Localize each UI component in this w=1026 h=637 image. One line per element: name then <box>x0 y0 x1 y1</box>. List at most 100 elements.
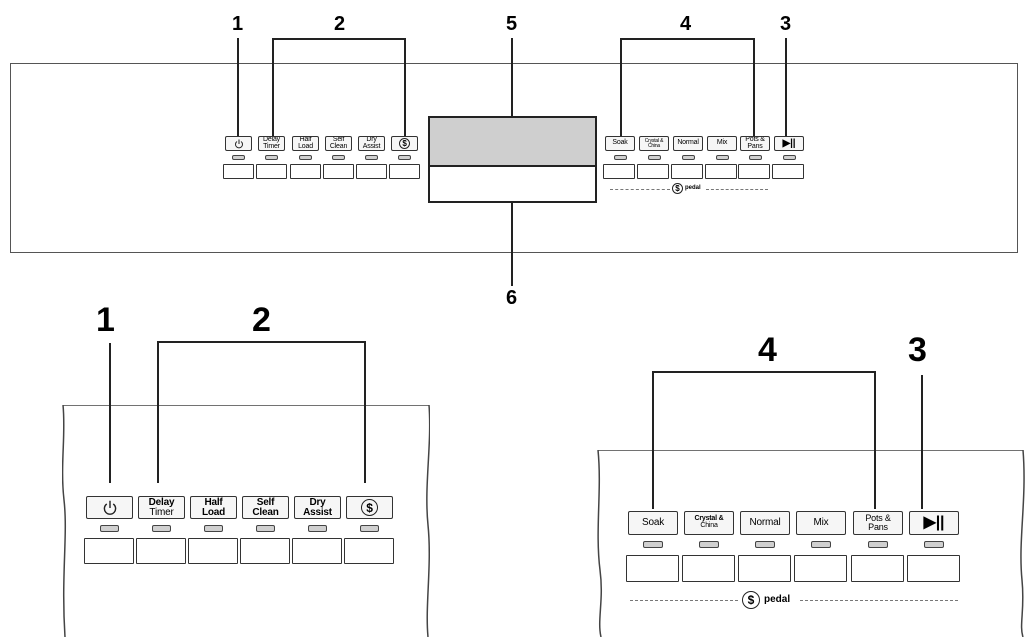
power-button[interactable] <box>225 136 252 151</box>
pad-delay-timer[interactable] <box>256 164 287 179</box>
leader-line-3 <box>785 38 787 136</box>
zoom-led-normal <box>755 541 775 548</box>
pots-pans-label-2: Pans <box>747 142 763 150</box>
self-clean-label-2: Clean <box>329 142 348 150</box>
power-icon <box>234 139 243 148</box>
zoom-delay-timer-label-1: Delay <box>148 497 175 508</box>
leader-line-1 <box>237 38 239 136</box>
led-pots-pans <box>749 155 762 160</box>
pad-mix[interactable] <box>705 164 737 179</box>
zoom-crystal-china-button[interactable]: Crystal & China <box>684 511 734 535</box>
pots-pans-button[interactable]: Pots & Pans <box>740 136 770 151</box>
bracket-2-top <box>272 38 405 40</box>
zoom-pad-dry-assist[interactable] <box>292 538 342 564</box>
zoom-half-load-button[interactable]: Half Load <box>190 496 237 519</box>
led-half-load <box>299 155 312 160</box>
zoom-pedal-label: pedal <box>764 594 791 605</box>
zoom-pots-pans-label-2: Pans <box>868 522 888 532</box>
crystal-china-label-1: Crystal & <box>644 137 664 144</box>
display-window <box>428 116 597 167</box>
half-load-button[interactable]: Half Load <box>292 136 319 151</box>
zoom-delay-timer-button[interactable]: Delay Timer <box>138 496 185 519</box>
zoom-self-clean-button[interactable]: Self Clean <box>242 496 289 519</box>
zoom-led-self-clean <box>256 525 275 532</box>
crystal-china-button[interactable]: Crystal & China <box>639 136 669 151</box>
pad-dry-assist[interactable] <box>356 164 387 179</box>
zoom-pad-pots-pans[interactable] <box>851 555 904 582</box>
zoom-pots-pans-button[interactable]: Pots & Pans <box>853 511 903 535</box>
pad-crystal-china[interactable] <box>637 164 669 179</box>
zoom-panel-left <box>62 405 430 637</box>
zoom-led-mix <box>811 541 831 548</box>
zoom-leader-1 <box>109 343 111 483</box>
zoom-right-outline <box>597 450 1025 637</box>
soak-button[interactable]: Soak <box>605 136 635 151</box>
zoom-pots-pans-label-1: Pots & <box>865 513 891 524</box>
zoom-dry-assist-button[interactable]: Dry Assist <box>294 496 341 519</box>
zoom-led-delay-timer <box>152 525 171 532</box>
callout-3: 3 <box>780 13 792 35</box>
zoom-pad-normal[interactable] <box>738 555 791 582</box>
led-normal <box>682 155 695 160</box>
zoom-pad-power[interactable] <box>84 538 134 564</box>
zoom-pad-start-pause[interactable] <box>907 555 960 582</box>
pad-half-load[interactable] <box>290 164 321 179</box>
eco-icon: $ <box>399 138 410 149</box>
zoom-pad-self-clean[interactable] <box>240 538 290 564</box>
leader-line-5 <box>511 38 513 118</box>
pad-start-pause[interactable] <box>772 164 804 179</box>
zoom-half-load-label-1: Half <box>204 497 223 508</box>
eco-button[interactable]: $ <box>391 136 418 151</box>
zoom-self-clean-label-2: Clean <box>252 506 279 518</box>
led-soak <box>614 155 627 160</box>
led-eco <box>398 155 411 160</box>
zoom-eco-button[interactable]: $ <box>346 496 393 519</box>
led-dry-assist <box>365 155 378 160</box>
zoom-bracket-2-left <box>157 341 159 483</box>
zoom-pedal-icon: $ <box>742 591 760 609</box>
dry-assist-label-2: Assist <box>362 142 381 150</box>
zoom-pad-mix[interactable] <box>794 555 847 582</box>
pad-pots-pans[interactable] <box>738 164 770 179</box>
power-icon <box>103 500 116 515</box>
self-clean-button[interactable]: Self Clean <box>325 136 352 151</box>
zoom-self-clean-label-1: Self <box>256 497 275 508</box>
zoom-power-button[interactable] <box>86 496 133 519</box>
normal-button[interactable]: Normal <box>673 136 703 151</box>
zoom-mix-button[interactable]: Mix <box>796 511 846 535</box>
start-pause-button[interactable]: ▶|| <box>774 136 804 151</box>
led-start-pause <box>783 155 796 160</box>
pots-pans-label-1: Pots & <box>745 136 765 143</box>
led-power <box>232 155 245 160</box>
dry-assist-button[interactable]: Dry Assist <box>358 136 385 151</box>
mix-button[interactable]: Mix <box>707 136 737 151</box>
callout-6: 6 <box>506 287 518 309</box>
pad-normal[interactable] <box>671 164 703 179</box>
pad-self-clean[interactable] <box>323 164 354 179</box>
pad-eco[interactable] <box>389 164 420 179</box>
delay-timer-button[interactable]: Delay Timer <box>258 136 285 151</box>
pad-soak[interactable] <box>603 164 635 179</box>
callout-1: 1 <box>232 13 244 35</box>
zoom-start-pause-button[interactable]: ▶|| <box>909 511 959 535</box>
zoom-soak-button[interactable]: Soak <box>628 511 678 535</box>
zoom-normal-button[interactable]: Normal <box>740 511 790 535</box>
bracket-2-left <box>272 38 274 136</box>
zoom-pad-delay-timer[interactable] <box>136 538 186 564</box>
play-pause-icon: ▶|| <box>923 514 945 532</box>
zoom-pad-crystal-china[interactable] <box>682 555 735 582</box>
half-load-label-1: Half <box>299 136 312 143</box>
led-mix <box>716 155 729 160</box>
zoom-bracket-4-left <box>652 371 654 509</box>
zoom-pad-eco[interactable] <box>344 538 394 564</box>
zoom-callout-2: 2 <box>252 301 271 339</box>
pedal-label-small: pedal <box>685 185 701 191</box>
led-crystal-china <box>648 155 661 160</box>
zoom-half-load-label-2: Load <box>201 506 226 518</box>
zoom-pad-half-load[interactable] <box>188 538 238 564</box>
zoom-pad-soak[interactable] <box>626 555 679 582</box>
bracket-2-right <box>404 38 406 136</box>
pedal-line-right <box>706 189 768 190</box>
leader-line-6 <box>511 182 513 286</box>
pad-power[interactable] <box>223 164 254 179</box>
